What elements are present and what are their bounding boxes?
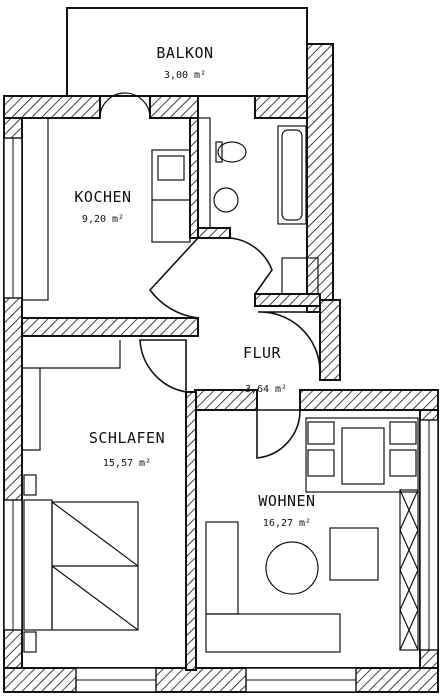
- wohnen-area: 16,27 m²: [263, 518, 311, 529]
- kochen-area: 9,20 m²: [82, 214, 124, 225]
- room-labels: BALKON 3,00 m² KOCHEN 9,20 m² FLUR 3,64 …: [74, 44, 315, 529]
- kochen-name: KOCHEN: [74, 188, 131, 206]
- kitchen-fixtures: [21, 117, 191, 301]
- schlafen-name: SCHLAFEN: [89, 429, 165, 447]
- flur-area: 3,64 m²: [245, 384, 287, 395]
- balkon-name: BALKON: [156, 44, 213, 62]
- bedroom-furniture: [22, 340, 139, 653]
- schlafen-area: 15,57 m²: [103, 458, 151, 469]
- living-furniture: [205, 417, 419, 653]
- bathroom-fixtures: [197, 117, 319, 295]
- balkon-area: 3,00 m²: [164, 70, 206, 81]
- doors: [99, 92, 321, 459]
- flur-name: FLUR: [243, 344, 282, 362]
- interior-walls: [21, 117, 321, 671]
- windows: [3, 137, 439, 693]
- wohnen-name: WOHNEN: [258, 492, 315, 510]
